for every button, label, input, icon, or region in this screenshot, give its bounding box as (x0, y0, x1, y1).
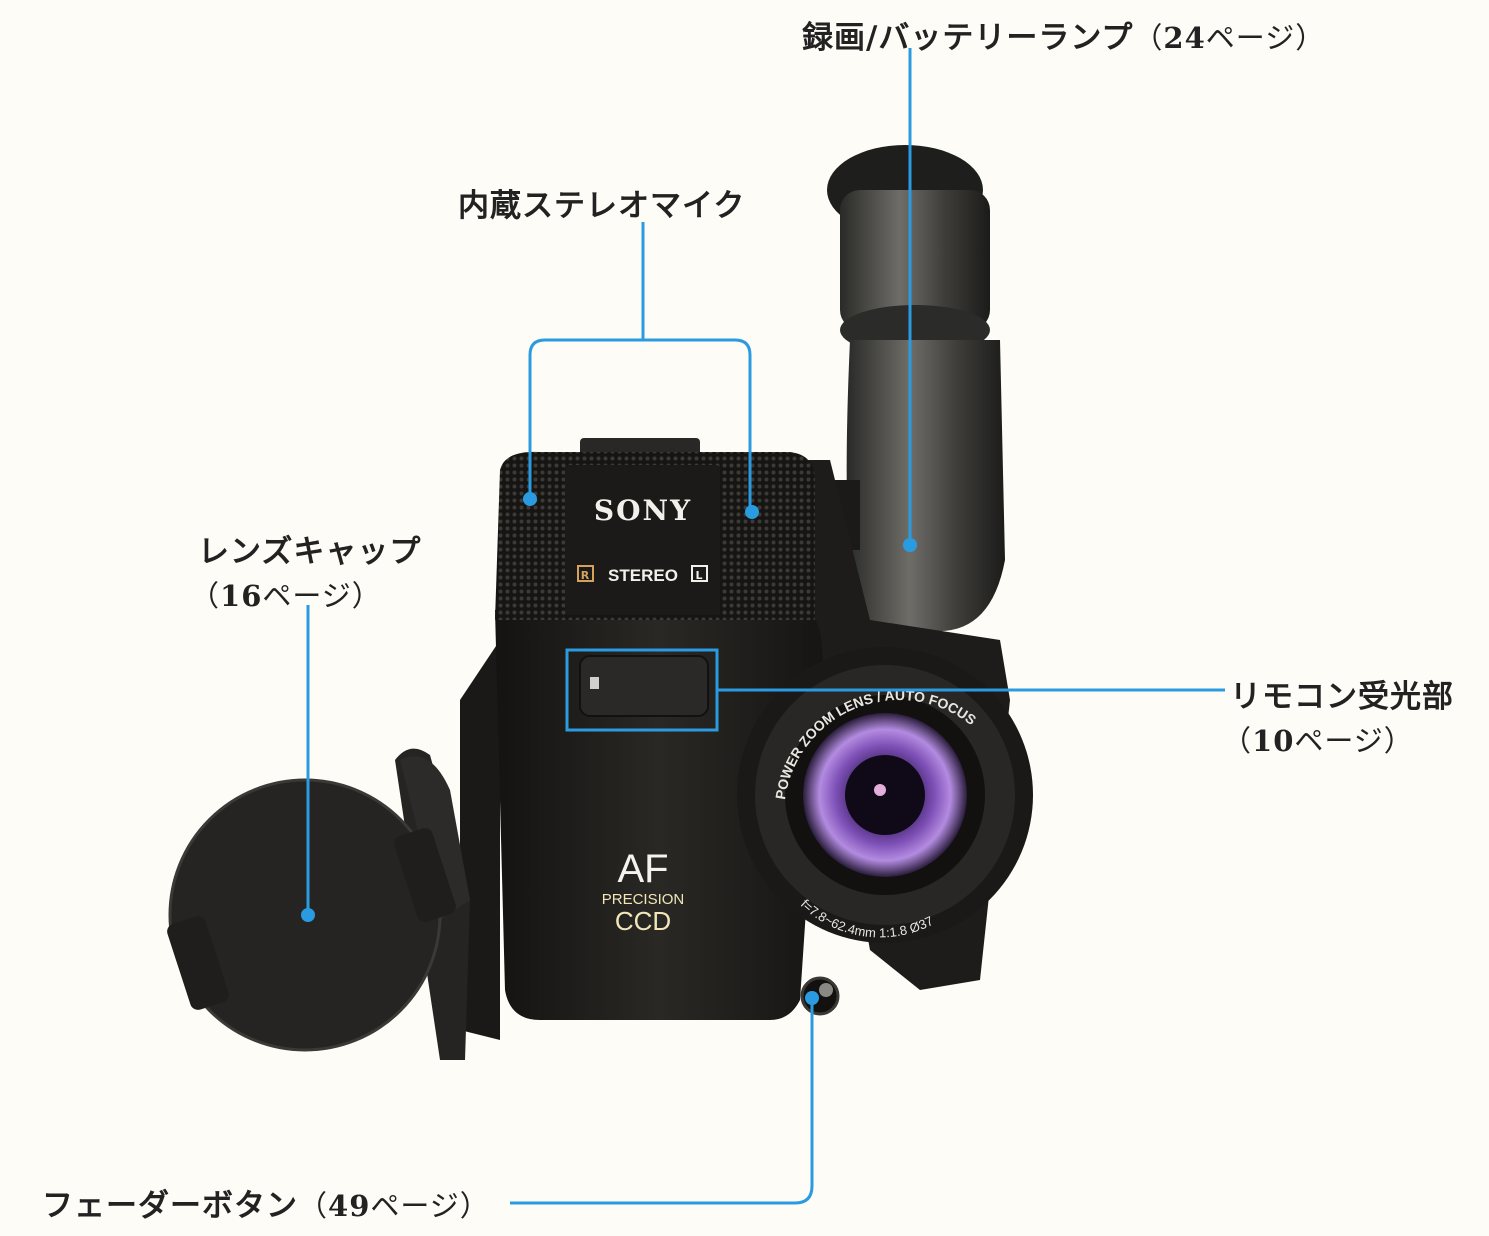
leader-lines (306, 48, 1225, 1205)
page-ref: 16 (220, 579, 263, 613)
brand-logo: SONY (594, 494, 692, 527)
svg-text:PRECISION: PRECISION (602, 891, 685, 908)
af-logo: AF (617, 847, 668, 891)
svg-text:L: L (695, 569, 702, 582)
leader-dots (301, 492, 917, 1005)
page-ref: 10 (1252, 724, 1295, 758)
stereo-label: STEREO (608, 566, 678, 585)
lens: POWER ZOOM LENS / AUTO FOCUS f=7.8~62.4m… (737, 647, 1033, 943)
callout-remote-sensor: リモコン受光部 （10ページ） (1222, 679, 1454, 758)
lens-cap (167, 756, 470, 1052)
page-ref: 49 (328, 1189, 371, 1223)
viewfinder (815, 145, 1005, 632)
callout-rec-battery-lamp: 録画/バッテリーランプ（24ページ） (802, 20, 1326, 56)
callout-built-in-stereo-mic: 内蔵ステレオマイク (458, 188, 746, 224)
camera-body: SONY R STEREO L AF PRECISION CCD (495, 438, 840, 1020)
svg-text:CCD: CCD (615, 906, 671, 936)
callout-lens-cap: レンズキャップ （16ページ） (190, 534, 422, 613)
callout-fader-button: フェーダーボタン（49ページ） (42, 1188, 490, 1224)
svg-text:R: R (581, 569, 590, 582)
page-ref: 24 (1163, 21, 1206, 55)
